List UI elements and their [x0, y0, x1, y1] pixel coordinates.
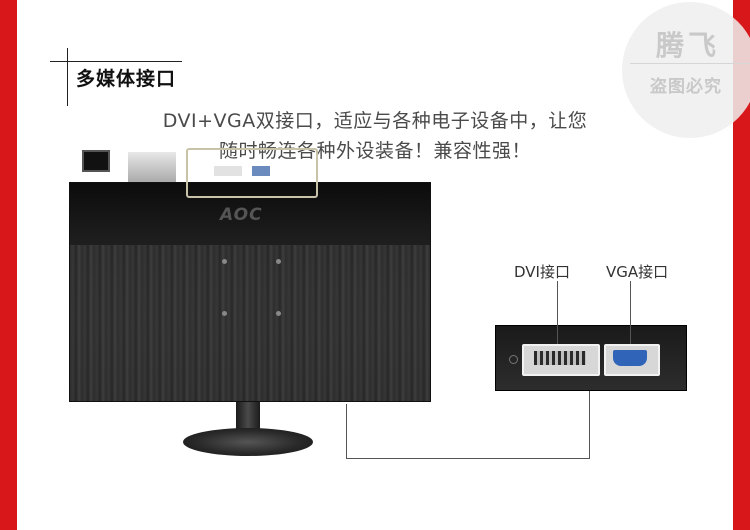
vga-port-label: VGA接口: [606, 263, 669, 281]
description-line-1: DVI+VGA双接口，适应与各种电子设备中，让您: [162, 110, 588, 132]
title-frame-vertical: [67, 48, 68, 106]
vesa-screw: [276, 311, 281, 316]
dvi-port-label: DVI接口: [514, 263, 570, 281]
connector-line: [589, 390, 590, 459]
watermark-notice: 盗图必究: [650, 77, 722, 97]
connector-line: [346, 404, 347, 458]
vesa-screw: [222, 311, 227, 316]
left-red-border: [0, 0, 17, 530]
right-red-border: [733, 0, 750, 530]
rating-sticker: [128, 152, 176, 182]
monitor-stand-base: [183, 428, 313, 456]
monitor-glossy-top: [70, 183, 430, 245]
vesa-screw: [222, 259, 227, 264]
dvi-pointer-line: [557, 281, 558, 344]
description-line-2: 随时畅连各种外设装备！兼容性强！: [218, 140, 531, 162]
title-frame-horizontal: [50, 61, 182, 62]
monitor-brushed-panel: [70, 245, 430, 401]
mini-dvi-port: [214, 166, 242, 176]
connector-line: [346, 458, 590, 459]
vga-pointer-line: [630, 281, 631, 344]
power-socket: [82, 150, 110, 172]
panel-screw: [509, 355, 518, 364]
vesa-screw: [276, 259, 281, 264]
monitor-back-image: AOC: [70, 183, 430, 401]
port-highlight-box: [186, 148, 318, 198]
watermark-circle: [622, 2, 750, 138]
monitor-brand-logo: AOC: [220, 205, 263, 225]
dvi-pins: [534, 351, 586, 365]
mini-vga-port: [252, 166, 270, 176]
watermark-divider: [630, 63, 750, 64]
vga-pins: [613, 350, 647, 366]
watermark-brand: 腾飞: [656, 29, 721, 62]
section-title: 多媒体接口: [76, 68, 177, 90]
